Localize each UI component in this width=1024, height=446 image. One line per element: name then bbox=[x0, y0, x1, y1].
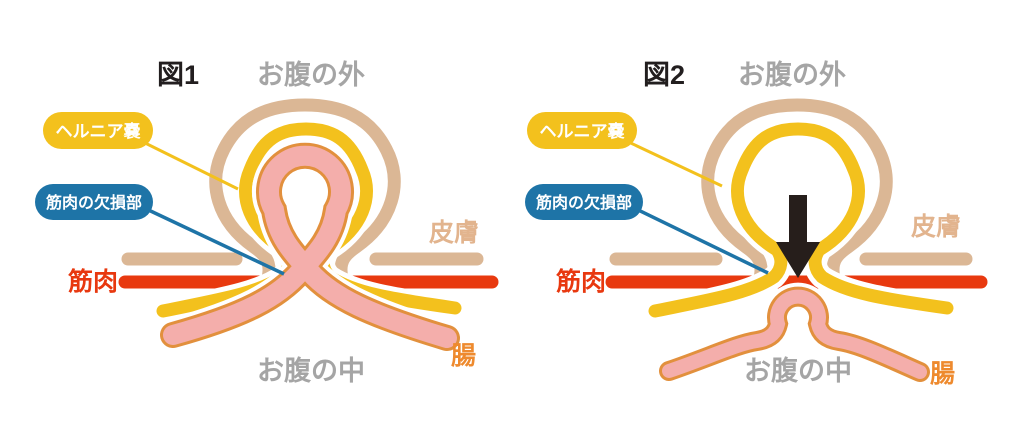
muscle-defect-callout-pill bbox=[35, 184, 153, 220]
intestine-tube bbox=[662, 289, 927, 379]
figure1-inside-label: お腹の中 bbox=[257, 356, 365, 386]
hernia-sac-leader-line bbox=[134, 136, 239, 191]
figure1-outside-label: お腹の外 bbox=[257, 60, 365, 90]
push-down-arrow-icon bbox=[776, 195, 820, 278]
muscle-defect-callout-pill bbox=[525, 184, 643, 220]
skin-layer-dome bbox=[701, 98, 893, 285]
muscle-defect-leader-line bbox=[629, 204, 769, 275]
hernia-sac-leader-line bbox=[619, 136, 723, 188]
hernia-sac-callout-pill bbox=[527, 112, 637, 149]
figure-1: ヘルニア嚢 筋肉の欠損部 図1 お腹の外 皮膚 筋肉 腸 お腹の中 bbox=[35, 60, 499, 386]
hernia-sac-callout-text: ヘルニア嚢 bbox=[540, 121, 626, 141]
hernia-sac-callout-text: ヘルニア嚢 bbox=[56, 121, 142, 141]
figure2-intestine-label: 腸 bbox=[930, 360, 955, 388]
figure1-skin-label: 皮膚 bbox=[429, 219, 479, 247]
intestine-tube bbox=[163, 145, 457, 348]
figure1-title: 図1 bbox=[157, 60, 199, 90]
figure1-intestine-label: 腸 bbox=[451, 342, 476, 370]
muscle-defect-callout-text: 筋肉の欠損部 bbox=[45, 193, 142, 212]
figure2-inside-label: お腹の中 bbox=[744, 356, 852, 386]
muscle-defect-leader-line bbox=[139, 204, 285, 276]
figure2-outside-label: お腹の外 bbox=[738, 60, 846, 90]
figure2-muscle-label: 筋肉 bbox=[556, 267, 606, 296]
figure1-muscle-label: 筋肉 bbox=[68, 267, 118, 296]
figure2-skin-label: 皮膚 bbox=[911, 213, 961, 241]
hernia-sac-callout-pill bbox=[43, 112, 153, 149]
hernia-sac-layer bbox=[648, 122, 954, 318]
figure-2: ヘルニア嚢 筋肉の欠損部 図2 お腹の外 皮膚 筋肉 腸 お腹の中 bbox=[525, 60, 988, 388]
figure2-title: 図2 bbox=[643, 60, 685, 90]
muscle-defect-callout-text: 筋肉の欠損部 bbox=[535, 193, 632, 212]
skin-layer-dome bbox=[209, 98, 401, 285]
